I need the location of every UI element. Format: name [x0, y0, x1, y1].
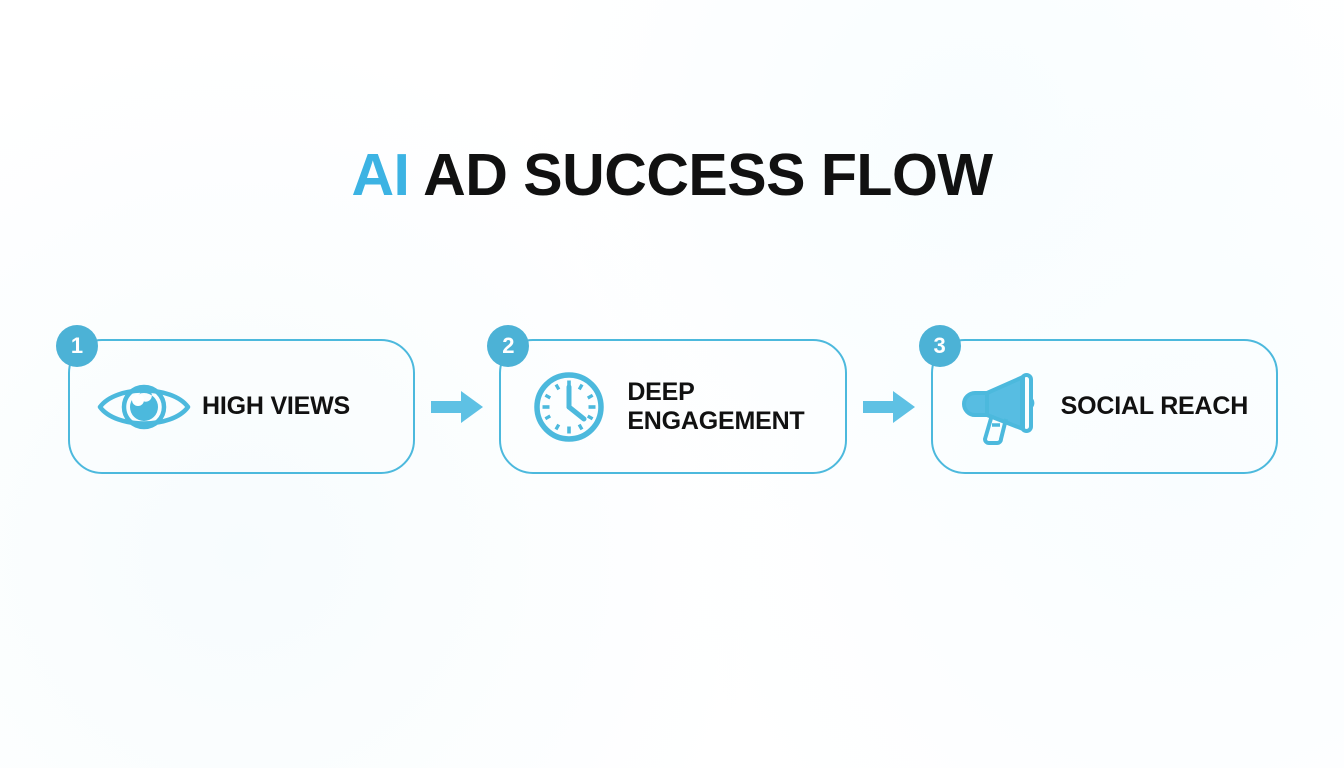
title-rest: AD SUCCESS FLOW [409, 142, 993, 208]
page-title: AI AD SUCCESS FLOW [0, 146, 1344, 205]
step-badge-2: 2 [487, 325, 530, 367]
flow-step-label-3: SOCIAL REACH [1060, 392, 1249, 420]
flow-step-label-1: HIGH VIEWS [202, 392, 351, 420]
flow-step-card-3[interactable]: 3 SOCIAL REACH [918, 325, 1278, 474]
flow-diagram: 1 HIGH VIEWS 2 [56, 325, 1278, 474]
flow-connector-2 [847, 389, 931, 425]
flow-step-card-2[interactable]: 2 [487, 325, 847, 474]
step-badge-3: 3 [918, 325, 961, 367]
eye-icon [96, 365, 192, 449]
step-badge-1: 1 [56, 325, 98, 367]
arrow-right-icon [431, 390, 484, 423]
arrow-right-icon [862, 390, 915, 423]
flow-connector-1 [415, 389, 499, 425]
title-accent: AI [351, 142, 410, 208]
flow-step-label-2: DEEP ENGAGEMENT [627, 377, 805, 435]
flow-step-card-1[interactable]: 1 HIGH VIEWS [56, 325, 416, 474]
megaphone-icon [959, 365, 1051, 449]
clock-icon [527, 365, 611, 449]
